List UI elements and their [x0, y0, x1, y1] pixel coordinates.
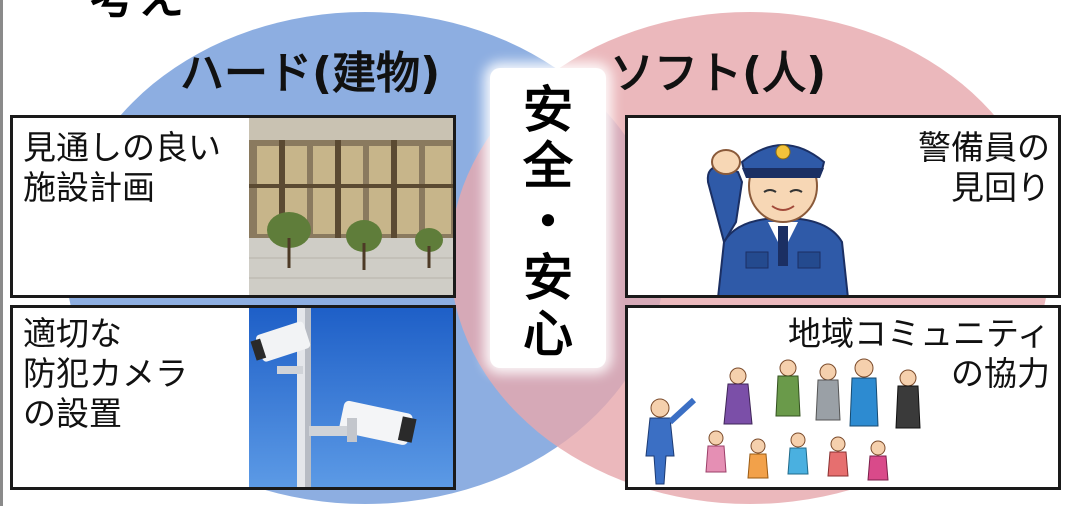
card-line: の協力 [951, 354, 1050, 393]
building-photo [249, 118, 453, 295]
center-char: ・ [523, 193, 573, 251]
security-guard-illustration [706, 144, 849, 295]
card-line: 適切な [23, 314, 122, 353]
card-line: 地域コミュニティ [787, 314, 1050, 353]
center-label-panel: 安 全 ・ 安 心 [490, 68, 606, 368]
card-line: 見回り [951, 168, 1050, 207]
card-text: 適切な 防犯カメラ の設置 [23, 314, 188, 434]
card-text: 見通しの良い 施設計画 [23, 128, 221, 208]
hard-category-title: ハード(建物) [180, 48, 441, 99]
frame-left-edge [0, 0, 3, 506]
card-security-guard: 警備員の 見回り [625, 115, 1061, 298]
card-line: の設置 [23, 394, 122, 433]
card-text: 警備員の 見回り [918, 128, 1050, 208]
security-camera-photo [249, 308, 453, 487]
card-line: 防犯カメラ [23, 354, 188, 393]
card-community-cooperation: 地域コミュニティ の協力 [625, 305, 1061, 490]
card-text: 地域コミュニティ の協力 [788, 314, 1050, 394]
community-people-illustration [645, 358, 921, 485]
center-char: 全 [523, 137, 573, 195]
card-line: 見通しの良い [23, 128, 221, 167]
center-char: 心 [523, 305, 573, 363]
card-line: 警備員の [918, 128, 1050, 167]
card-security-camera: 適切な 防犯カメラ の設置 [10, 305, 456, 490]
center-label: 安 全 ・ 安 心 [490, 82, 606, 362]
cut-off-heading: 考え [90, 0, 186, 20]
card-line: 施設計画 [23, 168, 155, 207]
soft-category-title: ソフト(人) [610, 48, 827, 99]
card-visible-facility: 見通しの良い 施設計画 [10, 115, 456, 298]
center-char: 安 [523, 249, 573, 307]
center-char: 安 [523, 81, 573, 139]
